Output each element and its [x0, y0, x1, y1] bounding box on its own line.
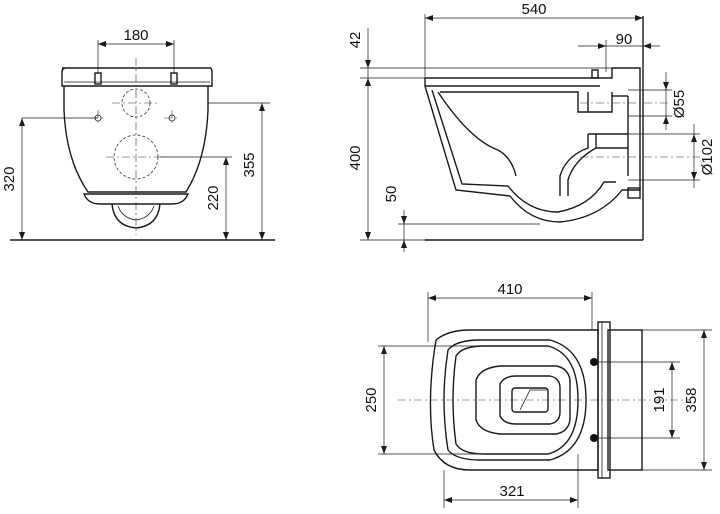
dim-50: 50	[383, 186, 400, 203]
dim-90: 90	[616, 31, 633, 48]
dim-250: 250	[363, 387, 380, 412]
dim-diameter-55: Ø55	[671, 90, 688, 118]
dim-355: 355	[241, 152, 258, 177]
dim-320: 320	[1, 166, 18, 191]
dim-400: 400	[347, 145, 364, 170]
top-view: 410 321 250 191 358	[363, 281, 712, 508]
dim-410: 410	[497, 281, 522, 298]
dim-191: 191	[651, 387, 668, 412]
dim-42: 42	[347, 32, 364, 49]
dim-diameter-102: Ø102	[699, 139, 716, 176]
dim-321: 321	[499, 483, 524, 500]
dim-180: 180	[123, 27, 148, 44]
dim-220: 220	[205, 185, 222, 210]
dim-540: 540	[521, 1, 546, 18]
front-view: 180 320 220 355	[1, 27, 275, 241]
dim-358: 358	[683, 387, 700, 412]
side-view: 540 90 42 400 50 Ø55	[347, 1, 716, 252]
